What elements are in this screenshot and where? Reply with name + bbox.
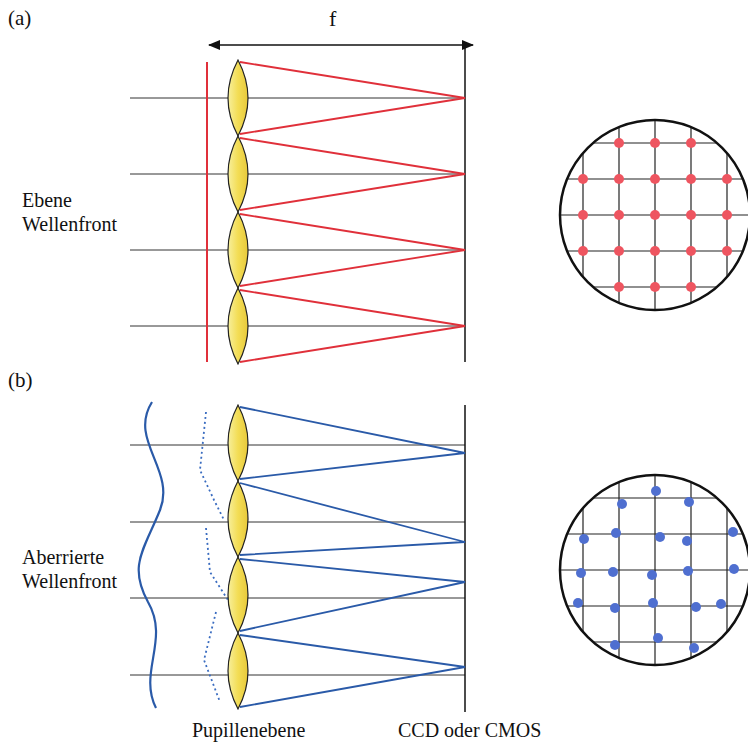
focal-spot — [686, 246, 696, 256]
focal-spot — [650, 246, 660, 256]
focal-spot — [650, 210, 660, 220]
focal-length-label: f — [329, 6, 336, 32]
focal-spot — [650, 174, 660, 184]
displaced-spot — [653, 633, 663, 643]
displaced-rays — [240, 407, 465, 707]
panel-b — [130, 402, 748, 712]
microlens-array — [228, 405, 248, 709]
panel-label: (b) — [8, 368, 33, 393]
wavefront-label: Aberrierte Wellenfront — [22, 545, 127, 593]
displaced-spot — [728, 527, 738, 537]
sensor-plane — [464, 405, 466, 712]
displaced-spot — [689, 643, 699, 653]
displaced-spot — [573, 598, 583, 608]
focal-spot — [686, 138, 696, 148]
displaced-spot — [610, 603, 620, 613]
displaced-spot — [691, 602, 701, 612]
displaced-spot — [716, 599, 726, 609]
microlens-array — [228, 60, 248, 364]
displaced-spot — [579, 534, 589, 544]
plane-label: Pupillenebene — [192, 718, 305, 742]
plane-wavefront — [206, 62, 208, 362]
focal-spot — [650, 138, 660, 148]
spot-grid-a — [550, 110, 748, 320]
focal-spot — [578, 174, 588, 184]
panel-a — [130, 42, 748, 364]
displaced-spot — [729, 564, 739, 574]
focal-spot — [614, 210, 624, 220]
displaced-spot — [611, 528, 621, 538]
focal-spot — [650, 282, 660, 292]
focal-spot — [686, 210, 696, 220]
focal-spot — [614, 282, 624, 292]
spot-grid-b — [550, 465, 748, 675]
panel-label: (a) — [8, 6, 31, 31]
focal-spot — [614, 246, 624, 256]
displaced-spot — [682, 536, 692, 546]
displaced-spot — [651, 486, 661, 496]
focal-spot — [614, 138, 624, 148]
focal-spot — [722, 246, 732, 256]
displaced-spot — [608, 567, 618, 577]
focal-spot — [614, 174, 624, 184]
aberrated-wavefront — [139, 402, 164, 708]
displaced-spot — [617, 499, 627, 509]
displaced-spot — [655, 532, 665, 542]
focal-spot — [686, 174, 696, 184]
wavefront-label: Ebene Wellenfront — [22, 188, 127, 236]
local-wavefront-slopes — [200, 412, 228, 702]
focal-length-arrow — [209, 44, 473, 46]
sensor-label: CCD oder CMOS — [398, 718, 541, 742]
displaced-spot — [647, 570, 657, 580]
focal-spot — [686, 282, 696, 292]
focal-spot — [722, 210, 732, 220]
displaced-spot — [683, 566, 693, 576]
displaced-spot — [610, 640, 620, 650]
focal-spot — [578, 246, 588, 256]
displaced-spot — [684, 497, 694, 507]
focused-rays — [240, 62, 465, 362]
focal-spot — [578, 210, 588, 220]
sensor-plane — [464, 42, 466, 362]
displaced-spot — [648, 598, 658, 608]
focal-spot — [722, 174, 732, 184]
displaced-spot — [576, 568, 586, 578]
